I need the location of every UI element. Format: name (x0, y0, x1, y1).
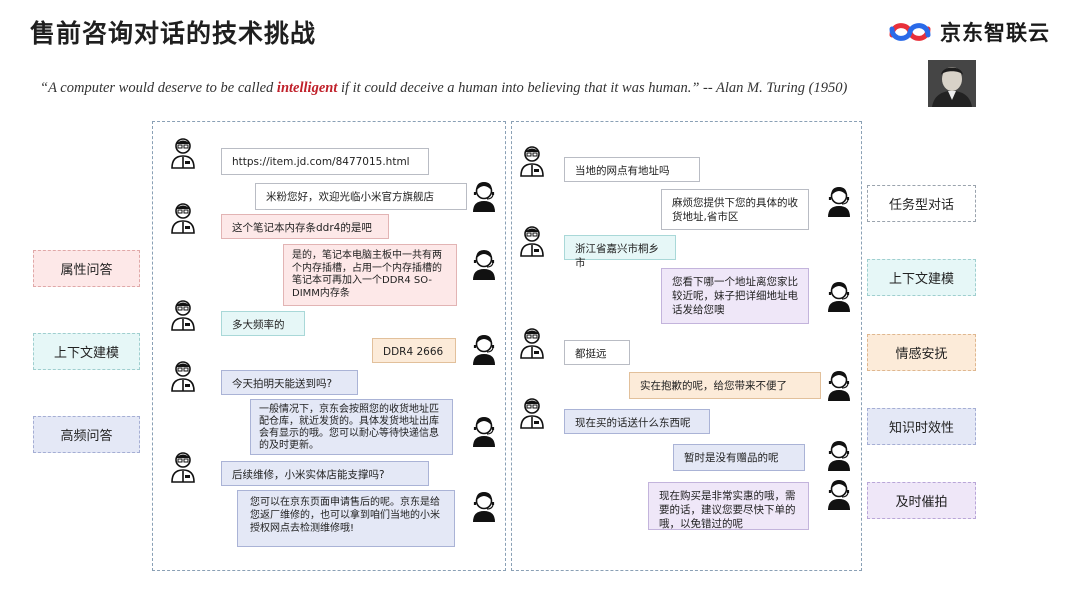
chat-bubble: 浙江省嘉兴市桐乡市 (564, 235, 676, 269)
agent-avatar-icon (825, 186, 853, 218)
chat-bubble: 现在购买是非常实惠的哦，需要的话，建议您要尽快下单的哦，以免错过的呢 (648, 482, 809, 530)
customer-avatar-icon (518, 145, 546, 177)
label-frequent-qa: 高频问答 (33, 416, 140, 453)
chat-bubble: 后续维修，小米实体店能支撑吗? (221, 461, 429, 486)
brand-name: 京东智联云 (940, 21, 1050, 45)
customer-avatar-icon (518, 225, 546, 257)
customer-avatar-icon (518, 327, 546, 359)
quote-post: if it could deceive a human into believi… (337, 80, 848, 96)
chat-bubble: 都挺远 (564, 340, 630, 365)
chat-bubble: 这个笔记本内存条ddr4的是吧 (221, 214, 389, 239)
turing-portrait (928, 60, 976, 107)
agent-avatar-icon (825, 281, 853, 313)
agent-avatar-icon (825, 440, 853, 472)
chat-bubble: 现在买的话送什么东西呢 (564, 409, 710, 434)
left-dialog-panel (152, 121, 506, 571)
page-title: 售前咨询对话的技术挑战 (30, 19, 317, 48)
agent-avatar-icon (470, 416, 498, 448)
label-context-modeling-left: 上下文建模 (33, 333, 140, 370)
chat-bubble: 多大频率的 (221, 311, 305, 336)
label-knowledge-timeliness: 知识时效性 (867, 408, 976, 445)
label-attribute-qa: 属性问答 (33, 250, 140, 287)
chat-bubble: 麻烦您提供下您的具体的收货地址,省市区 (661, 189, 809, 230)
label-timely-push: 及时催拍 (867, 482, 976, 519)
cloud-logo-icon (889, 23, 931, 41)
agent-avatar-icon (470, 249, 498, 281)
agent-avatar-icon (470, 491, 498, 523)
chat-bubble: 您看下哪一个地址离您家比较近呢，妹子把详细地址电话发给您噢 (661, 268, 809, 324)
turing-quote: “A computer would deserve to be called i… (40, 80, 847, 97)
quote-pre: “A computer would deserve to be called (40, 80, 277, 96)
customer-avatar-icon (169, 202, 197, 234)
label-context-modeling-right: 上下文建模 (867, 259, 976, 296)
chat-bubble: 暂时是没有赠品的呢 (673, 444, 805, 471)
label-emotion-comfort: 情感安抚 (867, 334, 976, 371)
customer-avatar-icon (169, 360, 197, 392)
portrait-image-icon (928, 60, 976, 107)
chat-bubble: 是的，笔记本电脑主板中一共有两个内存插槽，占用一个内存插槽的笔记本可再加入一个D… (283, 244, 457, 306)
right-dialog-panel (511, 121, 862, 571)
customer-avatar-icon (518, 397, 546, 429)
chat-bubble: 您可以在京东页面申请售后的呢。京东是给您返厂维修的，也可以拿到咱们当地的小米授权… (237, 490, 455, 547)
chat-bubble: https://item.jd.com/8477015.html (221, 148, 429, 175)
agent-avatar-icon (470, 181, 498, 213)
chat-bubble: 当地的网点有地址吗 (564, 157, 700, 182)
quote-highlight: intelligent (276, 80, 338, 96)
agent-avatar-icon (470, 334, 498, 366)
chat-bubble: DDR4 2666 (372, 338, 456, 363)
chat-bubble: 实在抱歉的呢，给您带来不便了 (629, 372, 821, 399)
label-task-dialog: 任务型对话 (867, 185, 976, 222)
chat-bubble: 今天拍明天能送到吗? (221, 370, 358, 395)
customer-avatar-icon (169, 137, 197, 169)
customer-avatar-icon (169, 299, 197, 331)
chat-bubble: 一般情况下，京东会按照您的收货地址匹配仓库，就近发货的。具体发货地址出库会有显示… (250, 399, 453, 455)
brand-logo: 京东智联云 (886, 14, 1050, 50)
chat-bubble: 米粉您好，欢迎光临小米官方旗舰店 (255, 183, 467, 210)
agent-avatar-icon (825, 479, 853, 511)
agent-avatar-icon (825, 370, 853, 402)
customer-avatar-icon (169, 451, 197, 483)
